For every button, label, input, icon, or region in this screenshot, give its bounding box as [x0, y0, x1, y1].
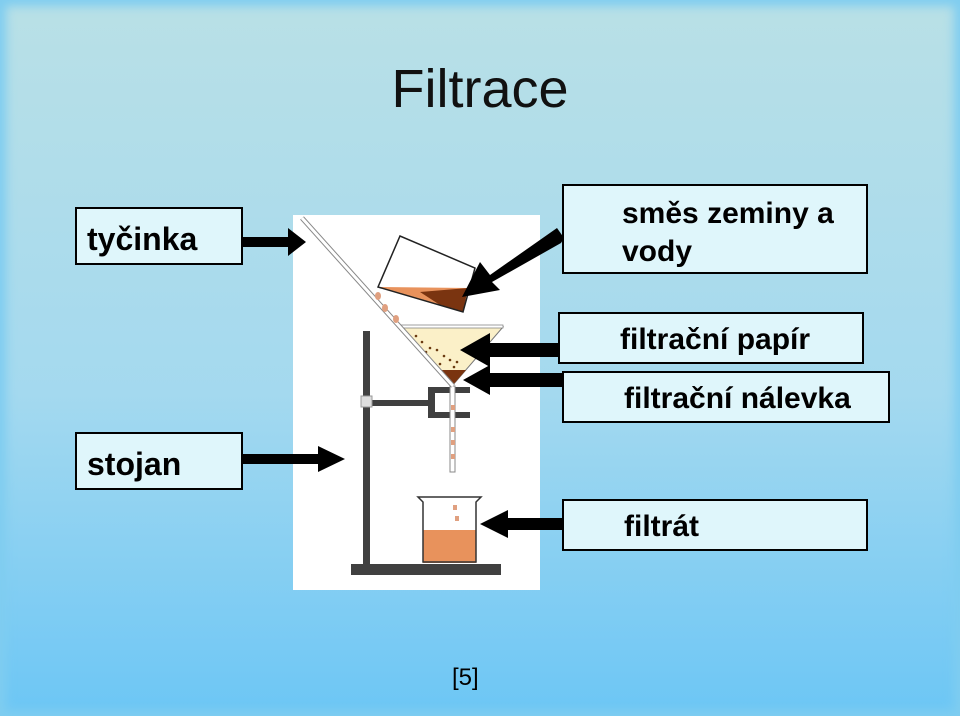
label-stojan: stojan — [75, 432, 243, 490]
arrow-smes — [462, 228, 564, 297]
label-tycinka: tyčinka — [75, 207, 243, 265]
tilted-beaker — [376, 235, 476, 313]
arrow-nalevka — [463, 365, 564, 395]
arrows — [243, 228, 564, 538]
arrow-filtrat — [480, 510, 564, 538]
arrow-tycinka — [243, 228, 306, 256]
arrow-stojan — [243, 446, 345, 472]
filtrate-beaker — [416, 496, 483, 563]
arrow-papir — [460, 333, 564, 367]
label-filtrat: filtrát — [562, 499, 868, 551]
label-nalevka: filtrační nálevka — [562, 371, 890, 423]
label-smes: směs zeminy a vody — [562, 184, 868, 274]
slide-title: Filtrace — [391, 59, 569, 119]
stand — [351, 331, 501, 575]
page-number: [5] — [452, 664, 479, 691]
label-papir: filtrační papír — [558, 312, 864, 364]
